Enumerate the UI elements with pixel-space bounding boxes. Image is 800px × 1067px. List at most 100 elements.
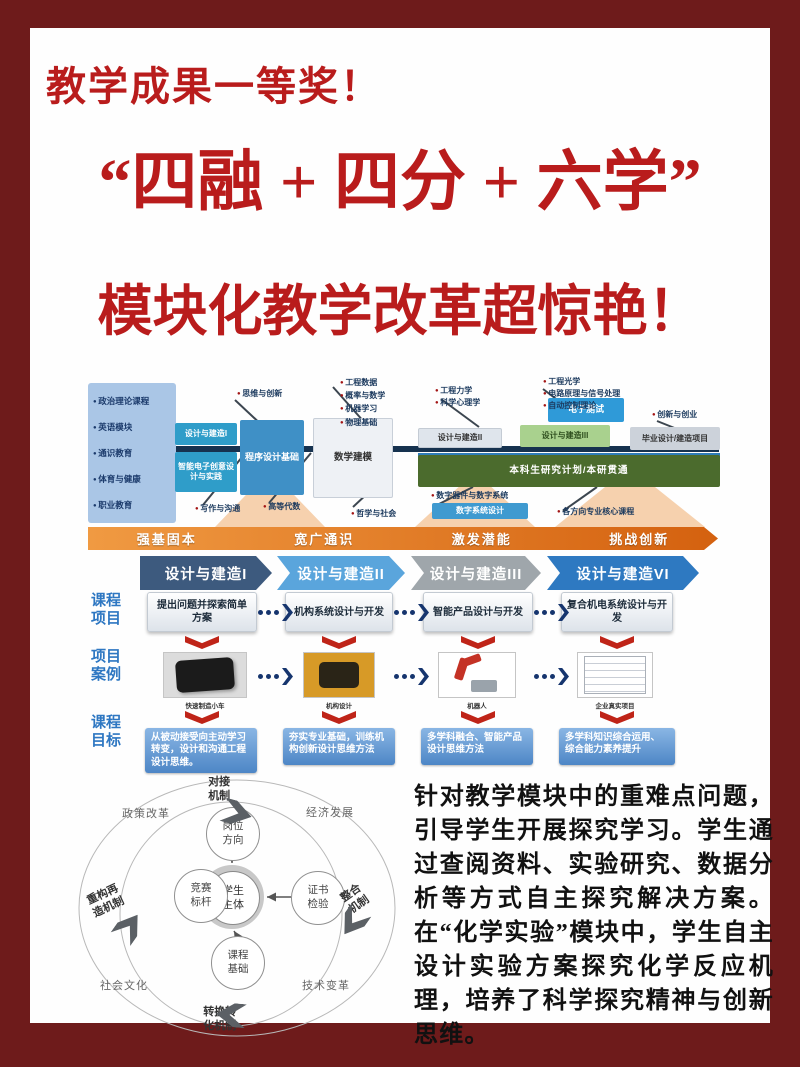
module-flow: 设计与建造I 设计与建造II 设计与建造III 设计与建造VI 课程项目 项目案… — [85, 552, 725, 774]
poster-title: “四融 + 四分 + 六学” — [98, 146, 702, 219]
node-job: 岗位方向 — [206, 807, 260, 861]
course-label: 电路原理与信号处理 — [543, 388, 620, 399]
goal-box: 夯实专业基础，训练机构创新设计思维方法 — [283, 728, 395, 765]
ring-label: 技术变革 — [302, 980, 350, 992]
flow-dots-arrow — [534, 668, 569, 685]
phase-label: 挑战创新 — [609, 532, 670, 547]
course-item: 职业教育 — [93, 499, 171, 511]
flow-dots-arrow — [258, 604, 293, 621]
course-box-grad: 毕业设计/建造项目 — [630, 427, 720, 450]
chevron-down-icon — [185, 636, 219, 649]
course-label: 科学心理学 — [435, 397, 480, 408]
node-label: 课程基础 — [227, 949, 249, 975]
row-label-cases: 项目案例 — [91, 648, 122, 683]
arrow-right-icon — [282, 604, 293, 621]
node-course: 课程基础 — [211, 936, 265, 990]
case-image-mechanism — [303, 652, 375, 698]
arrow-right-icon — [558, 604, 569, 621]
row-label-projects: 课程项目 — [91, 592, 122, 627]
course-label: 高等代数 — [263, 501, 300, 512]
ring-label: 政策改革 — [122, 808, 170, 820]
chevron-down-icon — [600, 711, 634, 724]
project-box: 智能产品设计与开发 — [423, 592, 533, 632]
mechanism-label-top: 对接机制 — [206, 775, 232, 804]
course-box-dj2: 设计与建造II — [418, 428, 502, 448]
chevron-down-icon — [600, 636, 634, 649]
chevron-down-icon — [322, 636, 356, 649]
course-item: 通识教育 — [93, 447, 171, 459]
research-bar: 本科生研究计划/本研贯通 — [418, 455, 720, 487]
goal-box: 多学科知识综合运用、综合能力素养提升 — [559, 728, 675, 765]
arrow-right-icon — [418, 668, 429, 685]
arrow-right-icon — [558, 668, 569, 685]
goal-box: 从被动接受向主动学习转变，设计和沟通工程设计思维。 — [145, 728, 257, 774]
case-image-robot — [438, 652, 516, 698]
node-competition: 竞赛标杆 — [174, 869, 228, 923]
course-label: 物理基础 — [340, 417, 377, 428]
arrow-right-icon — [418, 604, 429, 621]
stage-banner-2: 设计与建造II — [277, 556, 405, 590]
project-box: 机构系统设计与开发 — [285, 592, 393, 632]
flow-dots-arrow — [394, 604, 429, 621]
course-label: 各方向专业核心课程 — [557, 506, 634, 517]
case-image-document — [577, 652, 653, 698]
row-label-goals: 课程目标 — [91, 714, 122, 749]
goal-box: 多学科融合、智能产品设计思维方法 — [421, 728, 533, 765]
stage-banner-1: 设计与建造I — [140, 556, 272, 590]
course-label: 概率与数学 — [340, 390, 385, 401]
general-course-box: 政治理论课程 英语模块 通识教育 体育与健康 职业教育 — [88, 383, 176, 523]
course-box-digital-sys: 数字系统设计 — [432, 503, 528, 519]
case-caption: 快速制造小车 — [185, 703, 225, 710]
course-label: 工程数据 — [340, 377, 377, 388]
project-box: 复合机电系统设计与开发 — [561, 592, 673, 632]
case-caption: 机构设计 — [326, 703, 352, 710]
arrow-right-icon — [282, 668, 293, 685]
course-label: 工程光学 — [543, 376, 580, 387]
mechanism-text: 对接机制 — [208, 776, 231, 803]
course-label: 写作与沟通 — [195, 503, 240, 514]
phase-label: 强基固本 — [136, 532, 197, 547]
project-box: 提出问题并探索简单方案 — [147, 592, 257, 632]
course-label: 自动控制理论 — [543, 400, 596, 411]
flow-dots-arrow — [394, 668, 429, 685]
course-box-dj3: 设计与建造III — [520, 425, 610, 447]
course-item: 英语模块 — [93, 421, 171, 433]
course-item: 政治理论课程 — [93, 395, 171, 407]
course-label: 思维与创新 — [237, 388, 282, 399]
chevron-down-icon — [322, 711, 356, 724]
case-image-car — [163, 652, 247, 698]
course-label: 工程力学 — [435, 385, 472, 396]
course-box-dj1: 设计与建造I — [175, 423, 237, 445]
course-box-math-model: 数学建模 — [313, 418, 393, 498]
flow-dots-arrow — [534, 604, 569, 621]
course-item: 体育与健康 — [93, 473, 171, 485]
node-label: 岗位方向 — [222, 820, 244, 846]
case-caption: 机器人 — [467, 703, 487, 710]
course-box-programming: 程序设计基础 — [240, 420, 304, 495]
flow-dots-arrow — [258, 668, 293, 685]
description-paragraph: 针对教学模块中的重难点问题，引导学生开展探究学习。学生通过查阅资料、实验研究、数… — [414, 784, 774, 1048]
phase-label: 宽广通识 — [294, 532, 355, 547]
node-label: 证书检验 — [307, 884, 329, 910]
chevron-down-icon — [461, 711, 495, 724]
award-badge: 教学成果一等奖！ — [46, 64, 382, 109]
node-label: 竞赛标杆 — [190, 882, 212, 908]
ring-label: 经济发展 — [306, 807, 354, 819]
case-caption: 企业真实项目 — [595, 703, 635, 710]
ring-label: 社会文化 — [100, 980, 148, 992]
curriculum-map: 政治理论课程 英语模块 通识教育 体育与健康 职业教育 设计与建造I 智能电子创… — [85, 375, 725, 550]
node-certificate: 证书检验 — [291, 871, 345, 925]
course-label: 数字器件与数字系统 — [431, 490, 508, 501]
stage-banner-4: 设计与建造VI — [547, 556, 699, 590]
phase-label: 激发潜能 — [451, 532, 512, 547]
chevron-down-icon — [461, 636, 495, 649]
phase-band: 强基固本 宽广通识 激发潜能 挑战创新 — [88, 527, 718, 550]
ecosystem-diagram: 学生主体 岗位方向 竞赛标杆 证书检验 课程基础 政策改革 经济发展 社会文化 … — [70, 775, 410, 1060]
course-label: 机器学习 — [340, 403, 377, 414]
poster-inner-frame: 教学成果一等奖！ “四融 + 四分 + 六学” 模块化教学改革超惊艳！ — [30, 28, 773, 1048]
poster-subtitle: 模块化教学改革超惊艳！ — [97, 281, 703, 342]
course-label: 创新与创业 — [652, 409, 697, 420]
stage-banner-3: 设计与建造III — [411, 556, 541, 590]
course-label: 哲学与社会 — [351, 508, 396, 519]
